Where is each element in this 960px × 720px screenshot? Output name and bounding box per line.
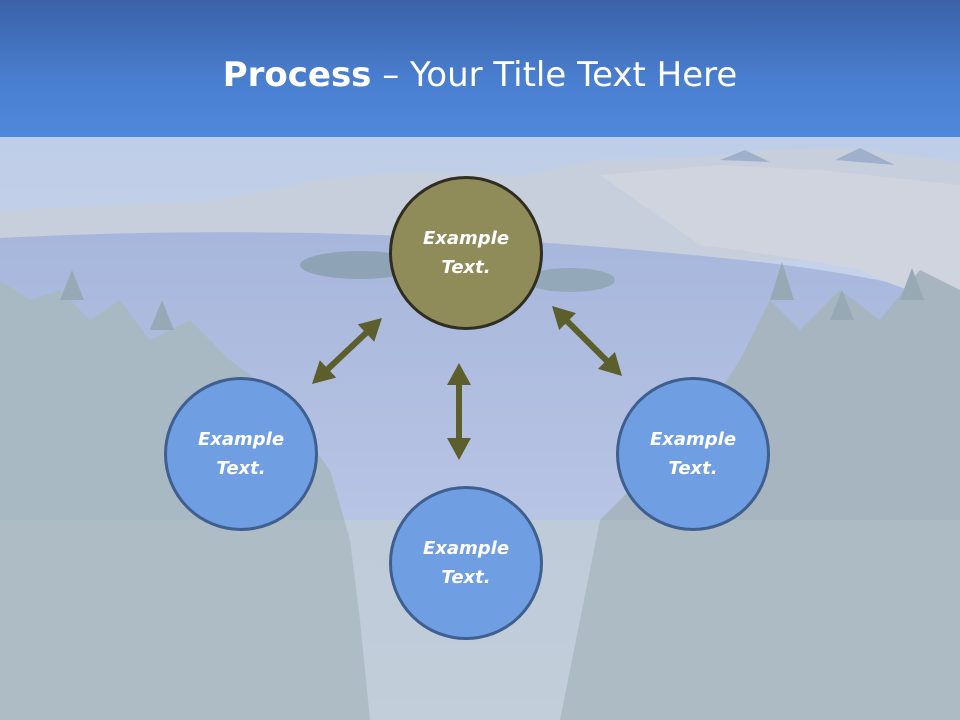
title-bar — [0, 0, 960, 137]
node-right-text: Example Text. — [649, 429, 737, 479]
title-rest: – Your Title Text Here — [371, 55, 738, 95]
diagram-node-bottom: Example Text. — [389, 486, 543, 640]
node-top-text: Example Text. — [422, 228, 510, 278]
diagram-node-left: Example Text. — [164, 377, 318, 531]
slide-title: Process – Your Title Text Here — [0, 54, 960, 96]
node-left-text: Example Text. — [197, 429, 285, 479]
diagram-node-right: Example Text. — [616, 377, 770, 531]
title-bold: Process — [222, 55, 372, 95]
diagram-node-top: Example Text. — [389, 176, 543, 330]
node-bottom-text: Example Text. — [422, 538, 510, 588]
